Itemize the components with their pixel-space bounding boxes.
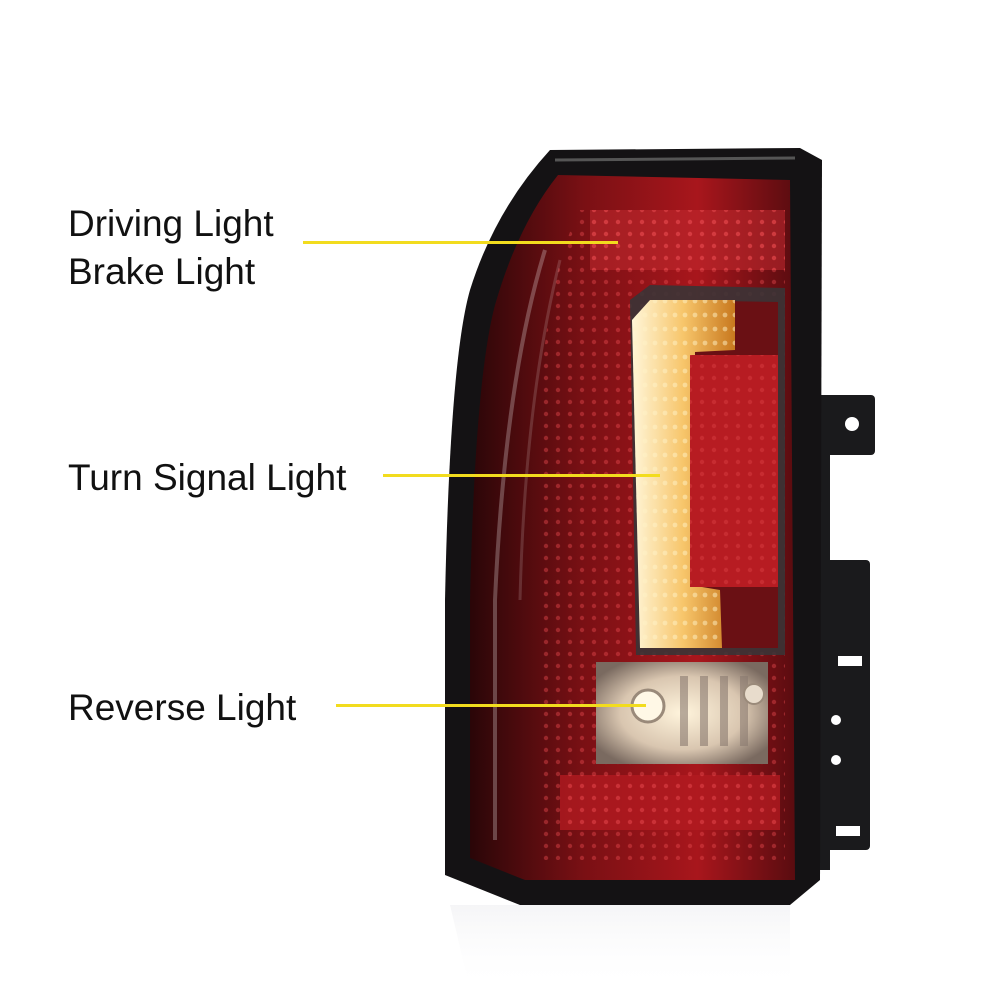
driving-light-label: Driving Light bbox=[68, 203, 274, 244]
reverse-light-label: Reverse Light bbox=[68, 687, 297, 728]
reverse-callout-line bbox=[336, 704, 646, 707]
turn-signal-light-label: Turn Signal Light bbox=[68, 457, 347, 498]
driving-brake-callout-line bbox=[303, 241, 618, 244]
brake-light-label: Brake Light bbox=[68, 251, 256, 292]
turn-signal-callout-line bbox=[383, 474, 660, 477]
